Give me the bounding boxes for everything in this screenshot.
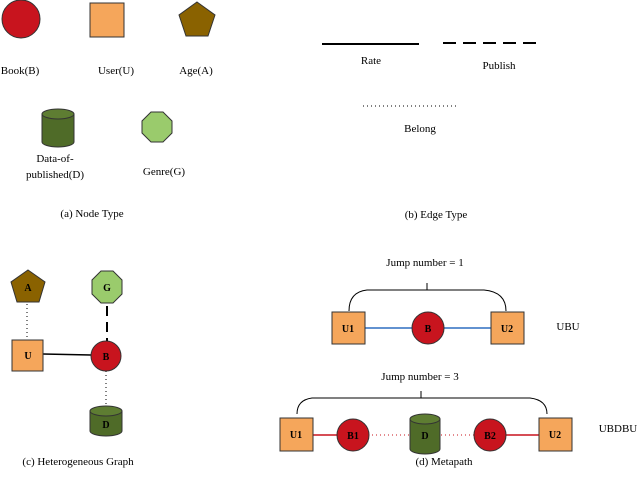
- metapath1-u1-node: [331, 311, 366, 345]
- age-node-icon: [178, 1, 216, 37]
- metapath2-u2-label: U2: [549, 430, 561, 441]
- date-node-label: D: [102, 420, 109, 431]
- book-label: Book(B): [1, 65, 40, 77]
- date-node-icon: [41, 108, 75, 148]
- heterogeneous-graph-caption: (c) Heterogeneous Graph: [22, 456, 134, 468]
- metapath2-bracket: [296, 391, 548, 415]
- edge-type-caption: (b) Edge Type: [405, 209, 468, 221]
- user-node-icon: [89, 2, 125, 38]
- metapath2-d-label: D: [421, 431, 428, 442]
- genre-label: Genre(G): [143, 166, 185, 178]
- metapath2-u1-label: U1: [290, 430, 302, 441]
- metapath2-b1-node: [336, 418, 370, 452]
- book-node-label: B: [103, 352, 110, 363]
- book-node-icon: [1, 0, 41, 39]
- metapath2-jump-label: Jump number = 3: [381, 371, 459, 383]
- metapath2-b1-label: B1: [347, 431, 359, 442]
- metapath2-u1-node: [279, 417, 314, 452]
- metapath2-b2-label: B2: [484, 431, 496, 442]
- metapath1-name: UBU: [556, 321, 579, 333]
- metapath1-b-node: [411, 311, 445, 345]
- date-node: [89, 405, 123, 437]
- genre-node-icon: [141, 111, 173, 143]
- publish-label: Publish: [482, 60, 516, 72]
- age-node-label: A: [24, 283, 32, 294]
- metapath: Jump number = 1 U1 B U2 UBU Jump number …: [279, 257, 638, 468]
- user-label: User(U): [98, 65, 134, 77]
- age-node: [10, 269, 46, 303]
- metapath1-bracket: [348, 283, 507, 312]
- metapath2-u2-node: [538, 417, 573, 452]
- node-type-legend: Book(B) User(U) Age(A) Data-of- publishe…: [1, 0, 216, 220]
- edge-type-legend: Rate Publish Belong (b) Edge Type: [322, 42, 540, 221]
- date-label-line1: Data-of-: [36, 153, 74, 165]
- rate-label: Rate: [361, 55, 381, 67]
- metapath1-u2-label: U2: [501, 324, 513, 335]
- node-type-caption: (a) Node Type: [60, 208, 123, 220]
- metapath1-jump-label: Jump number = 1: [386, 257, 463, 269]
- belong-label: Belong: [404, 123, 436, 135]
- age-label: Age(A): [179, 65, 213, 77]
- metapath-caption: (d) Metapath: [415, 456, 473, 468]
- metapath2-d-node: [409, 413, 441, 455]
- metapath1-u1-label: U1: [342, 324, 354, 335]
- date-label-line2: published(D): [26, 169, 84, 181]
- user-node-label: U: [24, 351, 31, 362]
- user-node: [11, 339, 44, 372]
- book-node: [90, 340, 122, 372]
- metapath1-u2-node: [490, 311, 525, 345]
- metapath2-b2-node: [473, 418, 507, 452]
- genre-node: [91, 270, 123, 304]
- metapath2-name: UBDBU: [599, 423, 638, 435]
- heterogeneous-graph: A G U B D (c) Heterogeneous Graph: [10, 269, 134, 468]
- edge-u-b: [42, 353, 92, 356]
- genre-node-label: G: [103, 283, 111, 294]
- metapath1-b-label: B: [425, 324, 432, 335]
